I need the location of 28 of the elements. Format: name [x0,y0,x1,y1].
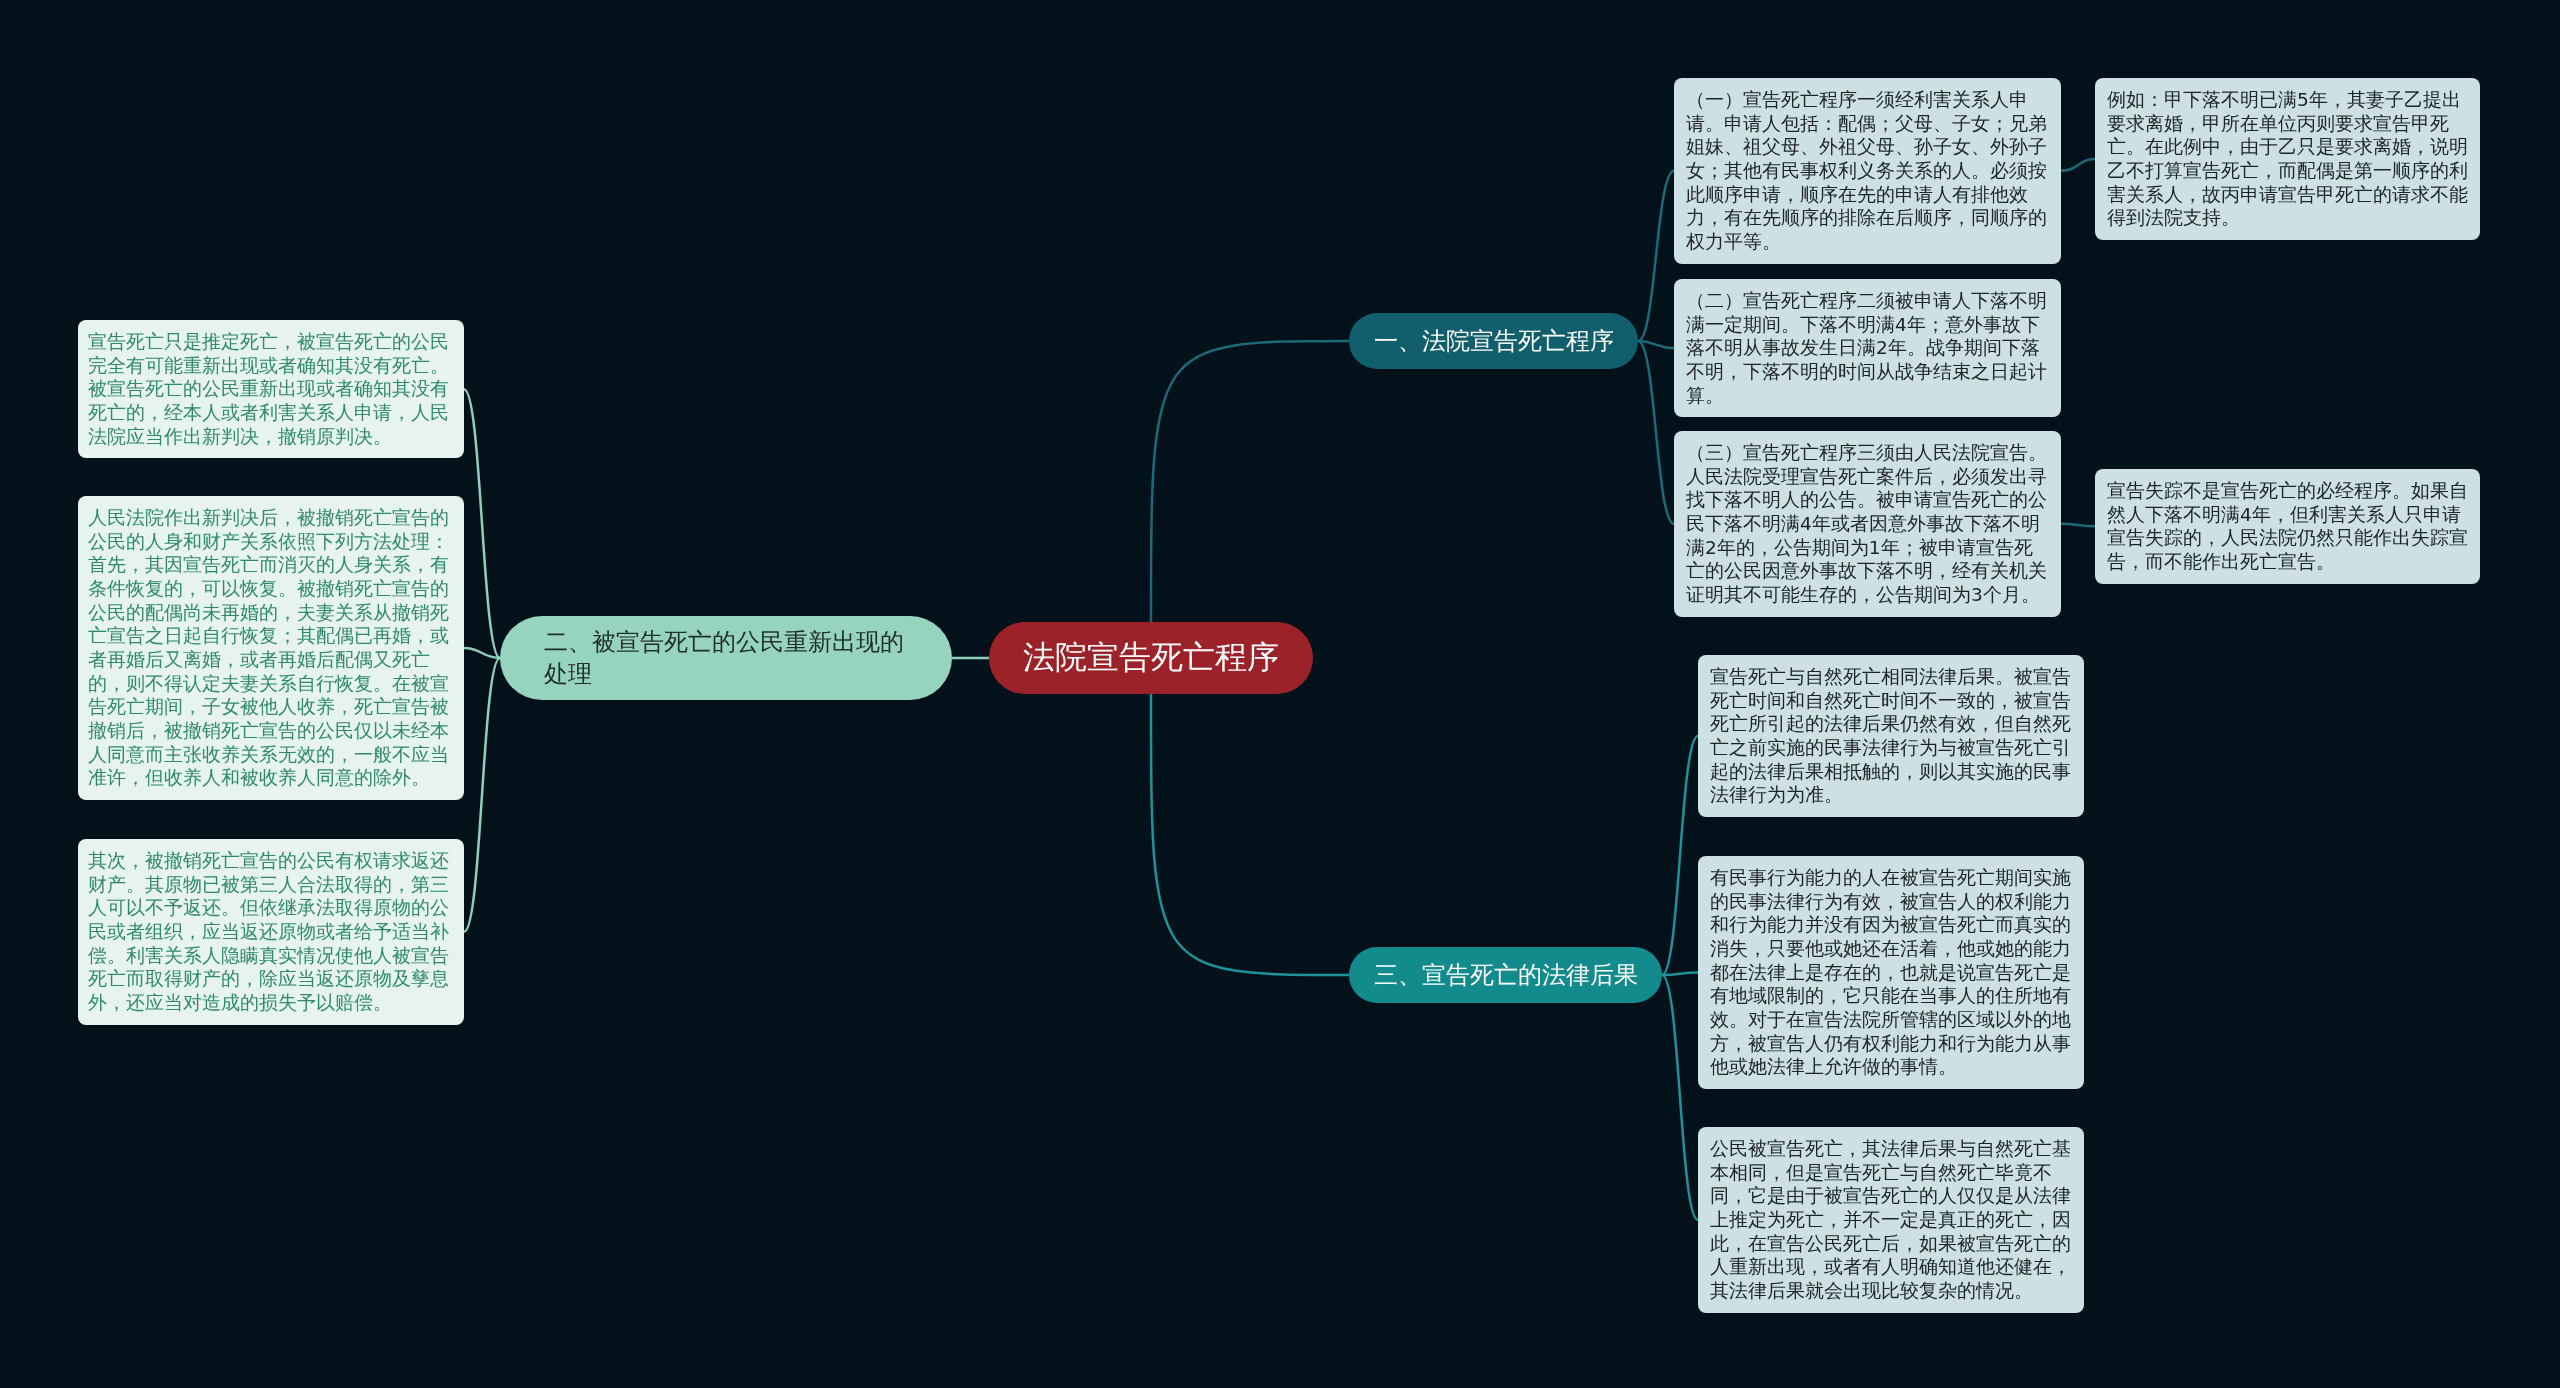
topic-pill: 三、宣告死亡的法律后果 [1349,947,1662,1003]
text-card: （三）宣告死亡程序三须由人民法院宣告。人民法院受理宣告死亡案件后，必须发出寻找下落不明人的公告。被申请宣告死亡的公民下落不明满4年或者因意外事故下落不明满2年的，公告期间为1年；被申请宣告死亡的公民因意外事故下落不明，经有关机关证明其不可能生存的，公告期间为3个月。 [1674,431,2061,617]
text-card: 人民法院作出新判决后，被撤销死亡宣告的公民的人身和财产关系依照下列方法处理：首先，其因宣告死亡而消灭的人身关系，有条件恢复的，可以恢复。被撤销死亡宣告的公民的配偶尚未再婚的，夫妻关系从撤销死亡宣告之日起自行恢复；其配偶已再婚，或者再婚后又离婚，或者再婚后配偶又死亡的，则不得认定夫妻关系自行恢复。在被宣告死亡期间，子女被他人收养，死亡宣告被撤销后，被撤销死亡宣告的公民仅以未经本人同意而主张收养关系无效的，一般不应当准许，但收养人和被收养人同意的除外。 [78,496,464,801]
text-card: 宣告死亡只是推定死亡，被宣告死亡的公民完全有可能重新出现或者确知其没有死亡。被宣告死亡的公民重新出现或者确知其没有死亡的，经本人或者利害关系人申请，人民法院应当作出新判决，撤销原判决。 [78,320,464,459]
topic-pill: 一、法院宣告死亡程序 [1349,313,1638,369]
connector-line [1662,971,1698,977]
connector-line [463,657,501,933]
connector-line [952,656,989,660]
connector-line [463,388,501,659]
text-card: （二）宣告死亡程序二须被申请人下落不明满一定期间。下落不明满4年；意外事故下落不明从事故发生日满2年。战争期间下落不明，下落不明的时间从战争结束之日起计算。 [1674,279,2061,418]
connector-line [1637,340,1675,525]
topic-pill: 二、被宣告死亡的公民重新出现的处理 [500,616,952,700]
text-card: 宣告死亡与自然死亡相同法律后果。被宣告死亡时间和自然死亡时间不一致的，被宣告死亡所引起的法律后果仍然有效，但自然死亡之前实施的民事法律行为与被宣告死亡引起的法律后果相抵触的，则以其实施的民事法律行为为准。 [1698,655,2084,818]
connector-line [1661,974,1699,1221]
connector-line [1149,339,1349,622]
text-card: 其次，被撤销死亡宣告的公民有权请求返还财产。其原物已被第三人合法取得的，第三人可以不予返还。但依继承法取得原物的公民或者组织，应当返还原物或者给予适当补偿。利害关系人隐瞒真实情况使他人被宣告死亡而取得财产的，除应当返还原物及孳息外，还应当对造成的损失予以赔偿。 [78,839,464,1025]
text-card: 有民事行为能力的人在被宣告死亡期间实施的民事法律行为有效，被宣告人的权利能力和行为能力并没有因为被宣告死亡而真实的消失，只要他或她还在活着，他或她的能力都在法律上是存在的，也就是说宣告死亡是有地域限制的，它只能在当事人的住所地有效。对于在宣告法院所管辖的区域以外的地方，被宣告人仍有权利能力和行为能力从事他或她法律上允许做的事情。 [1698,856,2084,1090]
text-card: 公民被宣告死亡，其法律后果与自然死亡基本相同，但是宣告死亡与自然死亡毕竟不同，它是由于被宣告死亡的人仅仅是从法律上推定为死亡，并不一定是真正的死亡，因此，在宣告公民死亡后，如果被宣告死亡的人重新出现，或者有人明确知道他还健在，其法律后果就会出现比较复杂的情况。 [1698,1127,2084,1313]
text-card: 例如：甲下落不明已满5年，其妻子乙提出要求离婚，甲所在单位丙则要求宣告甲死亡。在此例中，由于乙只是要求离婚，说明乙不打算宣告死亡，而配偶是第一顺序的利害关系人，故丙申请宣告甲死亡的请求不能得到法院支持。 [2095,78,2480,241]
connector-line [463,646,501,660]
connector-line [1661,735,1699,976]
connector-line [2061,522,2095,528]
connector-line [2060,157,2096,173]
root-topic: 法院宣告死亡程序 [989,622,1313,694]
text-card: （一）宣告死亡程序一须经利害关系人申请。申请人包括：配偶；父母、子女；兄弟姐妹、祖父母、外祖父母、孙子女、外孙子女；其他有民事权利义务关系的人。必须按此顺序申请，顺序在先的申请人有排他效力，有在先顺序的排除在后顺序，同顺序的权力平等。 [1674,78,2061,264]
text-card: 宣告失踪不是宣告死亡的必经程序。如果自然人下落不明满4年，但利害关系人只申请宣告失踪的，人民法院仍然只能作出失踪宣告，而不能作出死亡宣告。 [2095,469,2480,584]
connector-line [1149,694,1349,977]
connector-line [1637,169,1675,342]
